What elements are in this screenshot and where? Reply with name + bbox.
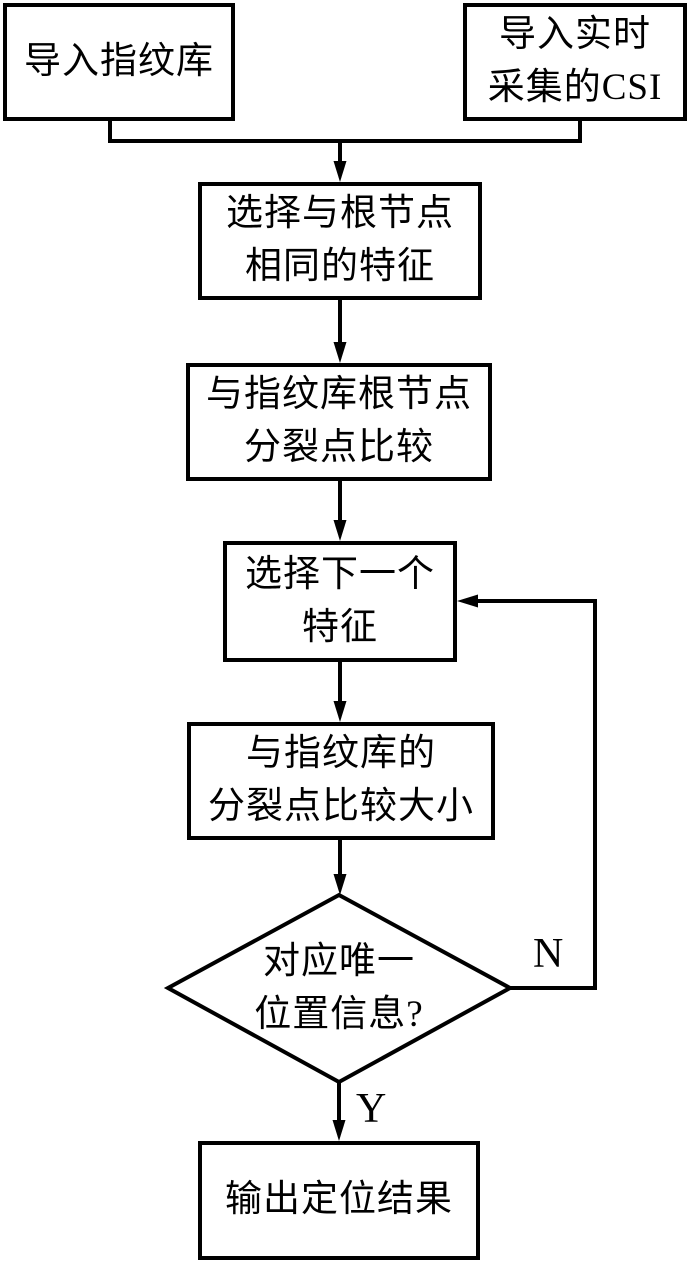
arrow-decision-yes-to-output [332, 1082, 346, 1141]
node-select-next-feature: 选择下一个 特征 [223, 541, 457, 662]
arrowhead-left-icon [457, 594, 478, 608]
node-select-next-feature-label: 选择下一个 特征 [245, 553, 435, 648]
node-import-fingerprint-db-label: 导入指纹库 [24, 40, 214, 82]
node-compare-split-size-label: 与指纹库的 分裂点比较大小 [208, 733, 474, 827]
arrow-compare-root-to-select-next [333, 481, 347, 541]
arrowhead-down-icon [333, 701, 347, 722]
node-compare-root-split: 与指纹库根节点 分裂点比较 [186, 363, 492, 481]
arrow-merge-to-select-root [333, 141, 347, 182]
arrowhead-down-icon [333, 520, 347, 541]
arrow-compare-split-to-decision [333, 840, 347, 895]
arrowhead-down-icon [333, 161, 347, 182]
edge-label-no: N [533, 931, 564, 977]
node-compare-root-split-label: 与指纹库根节点 分裂点比较 [206, 374, 472, 468]
node-import-realtime-csi: 导入实时 采集的CSI [463, 3, 687, 121]
node-compare-split-size: 与指纹库的 分裂点比较大小 [187, 722, 495, 840]
node-select-root-feature: 选择与根节点 相同的特征 [198, 182, 482, 300]
merge-connector [108, 120, 582, 143]
arrowhead-down-icon [333, 874, 347, 895]
feedback-loop-no [457, 594, 597, 990]
arrow-select-root-to-compare-root [333, 300, 347, 363]
node-unique-location-decision: 对应唯一 位置信息? [168, 895, 510, 1082]
arrowhead-down-icon [333, 342, 347, 363]
arrow-select-next-to-compare-split [333, 662, 347, 722]
node-import-realtime-csi-label: 导入实时 采集的CSI [487, 14, 663, 108]
arrowhead-down-icon [332, 1120, 346, 1141]
node-output-result-label: 输出定位结果 [225, 1179, 453, 1221]
node-unique-location-decision-label: 对应唯一 位置信息? [254, 940, 424, 1035]
node-select-root-feature-label: 选择与根节点 相同的特征 [226, 193, 454, 287]
node-import-fingerprint-db: 导入指纹库 [3, 3, 235, 121]
node-output-result: 输出定位结果 [198, 1141, 480, 1260]
edge-label-yes: Y [356, 1086, 387, 1132]
